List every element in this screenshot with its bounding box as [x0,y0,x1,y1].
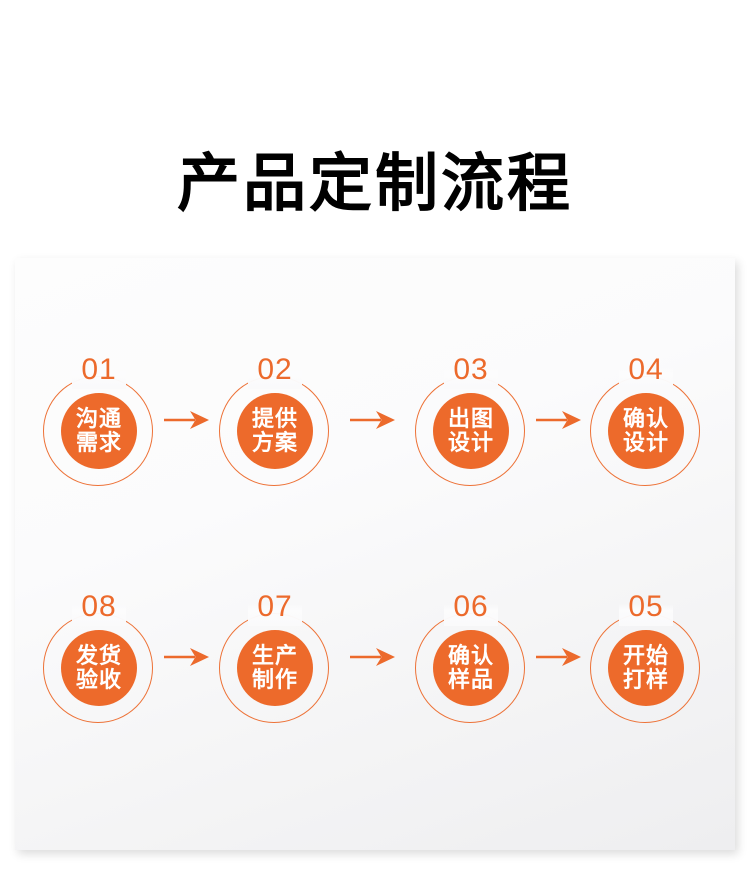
flow-row-top: 01 沟通 需求 02 提供 方案 [15,347,735,497]
step-number: 06 [453,590,489,623]
step-label-line1: 开始 [622,643,669,668]
step-disc: 发货 验收 [61,630,137,706]
flow-step-05[interactable]: 05 开始 打样 [590,584,702,734]
step-label-line1: 确认 [447,643,494,668]
arrow-right-icon [164,409,210,431]
step-label-line2: 需求 [75,430,122,455]
step-label-line1: 出图 [447,406,494,431]
step-number: 08 [81,590,117,623]
step-disc: 生产 制作 [237,630,313,706]
flow-step-07[interactable]: 07 生产 制作 [219,584,331,734]
step-label-line1: 确认 [622,406,669,431]
step-label-line2: 验收 [75,667,122,692]
page-title: 产品定制流程 [177,149,573,219]
step-label-line1: 沟通 [75,406,122,431]
step-label-line2: 设计 [447,430,494,455]
step-disc: 开始 打样 [608,630,684,706]
step-ring-notch [619,604,673,626]
flow-step-02[interactable]: 02 提供 方案 [219,347,331,497]
arrow-right-icon [350,646,396,668]
step-disc: 沟通 需求 [61,393,137,469]
flow-step-01[interactable]: 01 沟通 需求 [43,347,155,497]
step-disc: 确认 设计 [608,393,684,469]
step-disc: 提供 方案 [237,393,313,469]
arrow-right-icon [536,409,582,431]
flow-step-08[interactable]: 08 发货 验收 [43,584,155,734]
step-ring-notch [72,367,126,389]
flow-step-06[interactable]: 06 确认 样品 [415,584,527,734]
step-number: 07 [257,590,293,623]
step-label-line1: 发货 [75,643,122,668]
flow-row-bottom: 08 发货 验收 07 生产 制作 [15,584,735,734]
flow-panel: 01 沟通 需求 02 提供 方案 [15,258,735,850]
arrow-right-icon [164,646,210,668]
step-ring-notch [444,367,498,389]
step-ring-notch [248,604,302,626]
step-label-line2: 打样 [622,667,669,692]
flow-step-03[interactable]: 03 出图 设计 [415,347,527,497]
flow-step-04[interactable]: 04 确认 设计 [590,347,702,497]
step-ring-notch [444,604,498,626]
step-number: 03 [453,353,489,386]
step-number: 04 [628,353,664,386]
step-label-line2: 方案 [251,430,298,455]
step-disc: 确认 样品 [433,630,509,706]
step-ring-notch [72,604,126,626]
step-label-line2: 样品 [447,667,494,692]
step-number: 02 [257,353,293,386]
step-label-line2: 设计 [622,430,669,455]
step-disc: 出图 设计 [433,393,509,469]
step-label-line2: 制作 [251,667,298,692]
step-ring-notch [619,367,673,389]
step-label-line1: 提供 [251,406,298,431]
step-number: 05 [628,590,664,623]
arrow-right-icon [536,646,582,668]
step-ring-notch [248,367,302,389]
step-number: 01 [81,353,117,386]
step-label-line1: 生产 [251,643,298,668]
arrow-right-icon [350,409,396,431]
